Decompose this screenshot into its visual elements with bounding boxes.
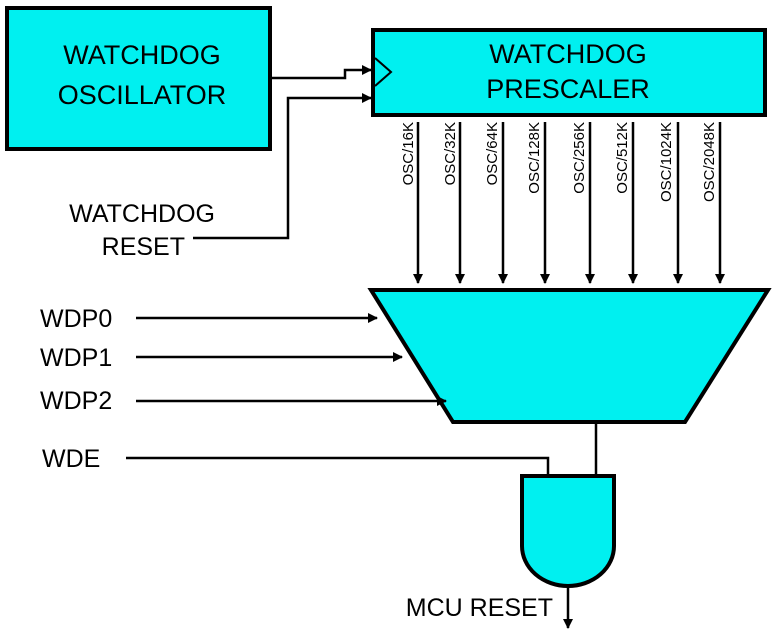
select-line-wdp0: WDP0 [40,305,378,333]
select-label: WDP0 [40,305,112,333]
oscillator-label-line2: OSCILLATOR [58,80,227,110]
select-label: WDP1 [40,344,112,372]
prescaler-label-line2: PRESCALER [486,74,650,104]
prescaler-taps: OSC/16K OSC/32K OSC/64K OSC/128K OSC/256… [400,122,725,284]
tap-osc-1024k: OSC/1024K [658,122,683,284]
prescaler-box [371,28,767,117]
tap-osc-2048k: OSC/2048K [701,122,725,284]
tap-osc-512k: OSC/512K [614,122,638,284]
select-line-wdp1: WDP1 [40,344,403,372]
reset-input-label-line2: RESET [102,233,185,261]
tap-label: OSC/128K [526,122,543,194]
tap-osc-128k: OSC/128K [526,122,550,284]
tap-label: OSC/512K [614,122,631,194]
watchdog-oscillator-block: WATCHDOG OSCILLATOR [5,6,272,151]
tap-label: OSC/16K [400,122,417,185]
select-label: WDP2 [40,387,112,415]
clock-input-icon [374,57,393,87]
reset-to-prescaler-wire [193,93,372,240]
tap-label: OSC/2048K [701,122,718,202]
tap-osc-16k: OSC/16K [400,122,423,284]
enable-wire [126,456,550,476]
tap-label: OSC/32K [442,122,459,185]
oscillator-to-prescaler-wire [270,65,372,80]
and-gate [520,474,616,588]
select-line-wdp2: WDP2 [40,387,447,415]
tap-label: OSC/64K [484,122,501,185]
multiplexer [367,288,772,424]
tap-label: OSC/256K [571,122,588,194]
oscillator-box [5,6,272,151]
tap-osc-256k: OSC/256K [571,122,595,284]
oscillator-label-line1: WATCHDOG [63,40,220,70]
tap-osc-32k: OSC/32K [442,122,465,284]
enable-label: WDE [42,445,100,473]
watchdog-prescaler-block: WATCHDOG PRESCALER [371,28,767,117]
prescaler-label-line1: WATCHDOG [489,39,646,69]
reset-input-label-line1: WATCHDOG [69,200,215,228]
tap-label: OSC/1024K [658,122,675,202]
mcu-reset-label: MCU RESET [406,594,553,622]
tap-osc-64k: OSC/64K [484,122,508,284]
